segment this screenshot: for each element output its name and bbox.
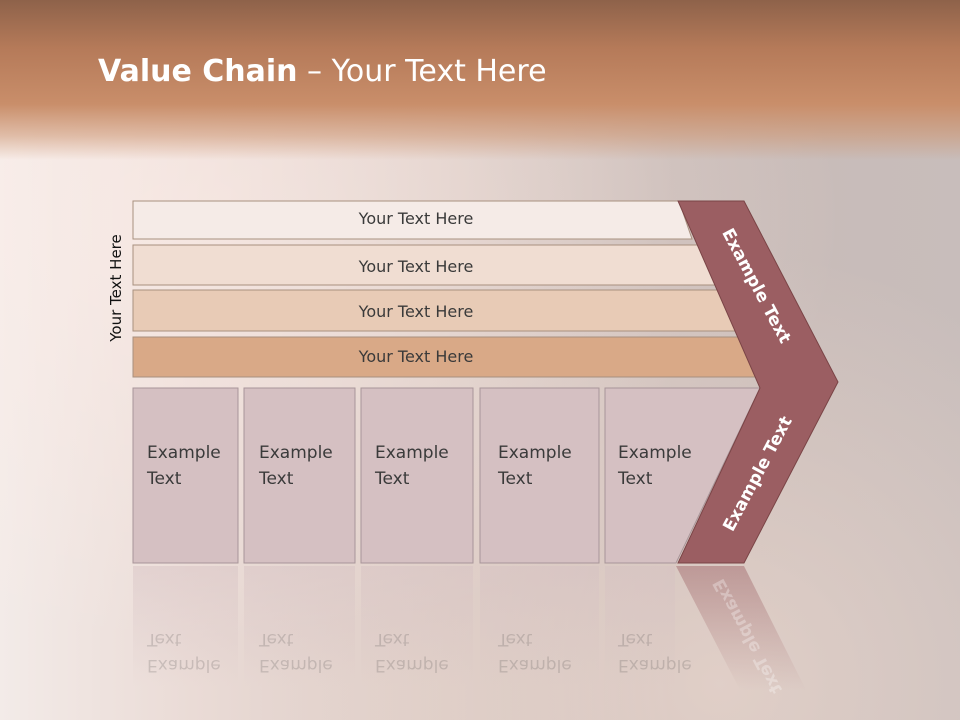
- slide-title: Value Chain – Your Text Here: [98, 54, 547, 89]
- reflection-box-3: [361, 566, 473, 686]
- reflection-chevron: [676, 566, 806, 690]
- activity-box-1: [132, 387, 239, 564]
- reflection-box-1: [133, 566, 238, 686]
- activity-box-2: [243, 387, 356, 564]
- row-label-4: Your Text Here: [358, 347, 474, 366]
- row-label-1: Your Text Here: [358, 209, 474, 228]
- reflection-box-5: [605, 566, 675, 686]
- reflection-box-4: [480, 566, 599, 686]
- row-label-3: Your Text Here: [358, 302, 474, 321]
- activity-box-5: [604, 387, 761, 564]
- title-bold: Value Chain: [98, 54, 298, 89]
- title-rest: – Your Text Here: [297, 54, 547, 89]
- reflection-box-2: [244, 566, 355, 686]
- activity-box-3: [360, 387, 474, 564]
- chevron-arrow: [677, 200, 839, 564]
- header-band: [0, 0, 960, 160]
- row-label-2: Your Text Here: [358, 257, 474, 276]
- activity-box-4: [479, 387, 600, 564]
- row-bar-1: [132, 200, 693, 240]
